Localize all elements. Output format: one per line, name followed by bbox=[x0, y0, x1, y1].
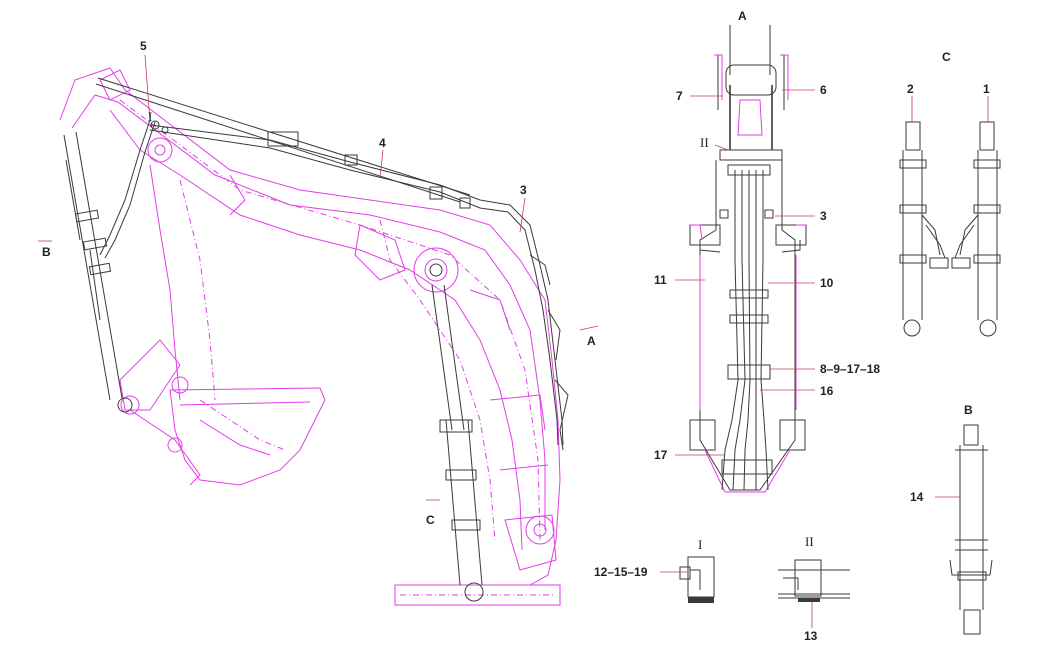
view-a-hoses bbox=[719, 164, 774, 491]
callout-7: 7 bbox=[676, 89, 683, 103]
callout-12-15-19: 12–15–19 bbox=[594, 565, 648, 579]
bucket-cylinder bbox=[63, 131, 133, 413]
view-b-title: B bbox=[964, 403, 973, 417]
callout-17: 17 bbox=[654, 448, 668, 462]
callout-11: 11 bbox=[654, 273, 667, 287]
callout-3-view-a: 3 bbox=[820, 209, 827, 223]
callout-14: 14 bbox=[910, 490, 924, 504]
callout-10: 10 bbox=[820, 276, 834, 290]
view-c-title: C bbox=[942, 50, 951, 64]
hydraulic-lines bbox=[95, 77, 569, 451]
callout-2: 2 bbox=[907, 82, 914, 96]
view-a-arm-body bbox=[689, 160, 807, 493]
callout-1: 1 bbox=[983, 82, 990, 96]
detail-i bbox=[660, 556, 715, 603]
callout-6: 6 bbox=[820, 83, 827, 97]
view-arrow-b: B bbox=[42, 245, 51, 259]
callout-4: 4 bbox=[379, 136, 386, 150]
detail-ii bbox=[778, 559, 850, 628]
callout-13: 13 bbox=[804, 629, 818, 643]
view-c-cylinders bbox=[899, 96, 1001, 337]
arm-structure bbox=[59, 67, 561, 586]
callout-16: 16 bbox=[820, 384, 834, 398]
section-marker-ii: II bbox=[700, 135, 709, 150]
boom-cylinder bbox=[429, 263, 484, 602]
callout-8-9-17-18: 8–9–17–18 bbox=[820, 362, 881, 376]
view-a-leaders bbox=[675, 89, 815, 456]
view-b-cylinder bbox=[935, 424, 993, 635]
bucket bbox=[169, 387, 326, 486]
base-plate bbox=[394, 584, 561, 606]
main-view-leaders bbox=[38, 54, 599, 501]
view-a-arm-top bbox=[714, 25, 789, 161]
view-a-title: A bbox=[738, 9, 747, 23]
detail-ii-title: II bbox=[805, 534, 814, 549]
callout-5: 5 bbox=[140, 39, 147, 53]
detail-i-title: I bbox=[698, 537, 703, 552]
view-arrow-c: C bbox=[426, 513, 435, 527]
view-arrow-a: A bbox=[587, 334, 596, 348]
callout-3-main: 3 bbox=[520, 183, 527, 197]
section-marker-i: I bbox=[148, 109, 153, 124]
